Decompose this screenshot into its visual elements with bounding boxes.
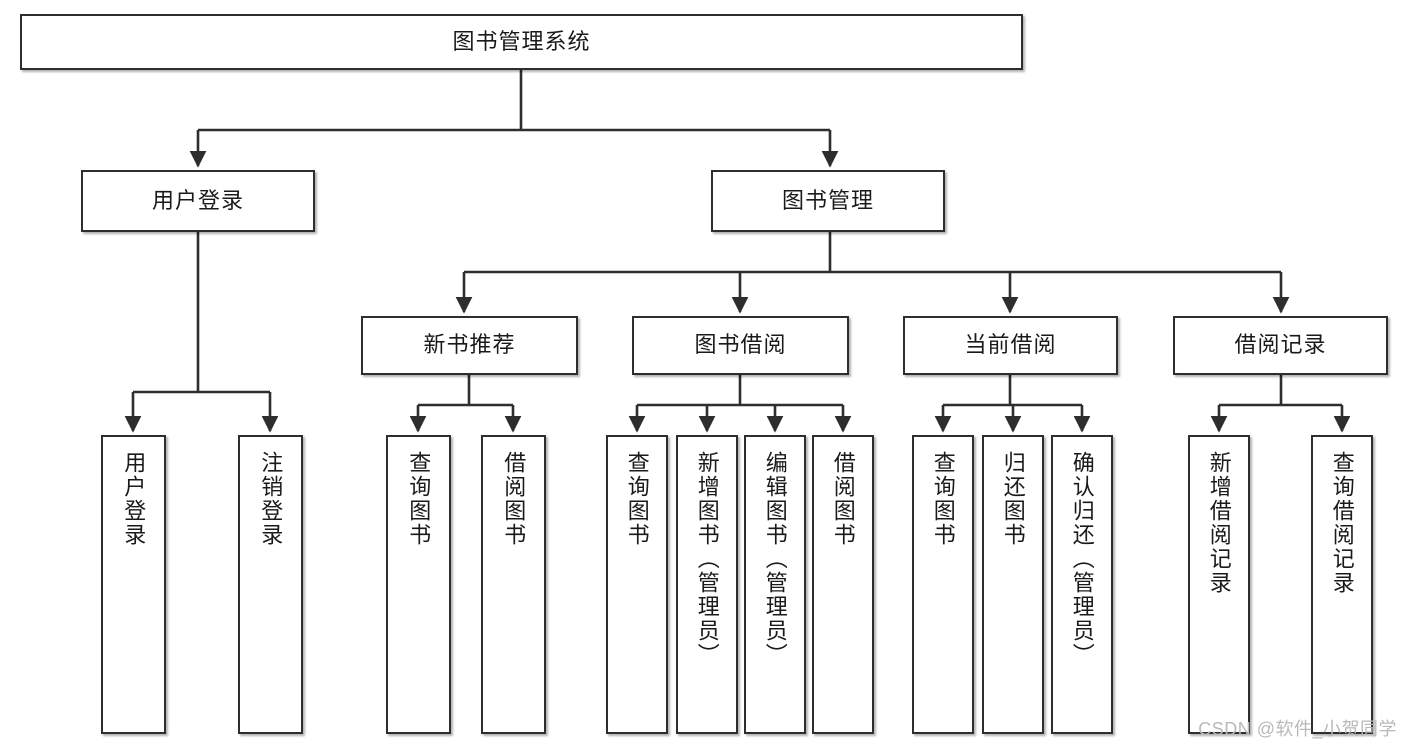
leaf-label: 归还图书 [1000, 451, 1026, 547]
node-root-label: 图书管理系统 [452, 28, 591, 54]
leaf-node[interactable]: 用户登录 [101, 435, 166, 734]
leaf-label: 确认归还（管理员） [1069, 451, 1095, 667]
leaf-label: 新增借阅记录 [1206, 451, 1232, 595]
node-root[interactable]: 图书管理系统 [20, 14, 1023, 70]
leaf-node[interactable]: 借阅图书 [812, 435, 874, 734]
leaf-node[interactable]: 查询借阅记录 [1311, 435, 1373, 734]
node-current-borrow[interactable]: 当前借阅 [903, 316, 1118, 375]
node-current-borrow-label: 当前借阅 [964, 332, 1057, 358]
leaf-label: 注销登录 [258, 451, 284, 547]
leaf-label: 查询借阅记录 [1329, 451, 1355, 595]
node-new-book-recommend[interactable]: 新书推荐 [361, 316, 578, 375]
leaf-node[interactable]: 借阅图书 [481, 435, 546, 734]
leaf-node[interactable]: 新增图书（管理员） [676, 435, 738, 734]
leaf-node[interactable]: 确认归还（管理员） [1051, 435, 1113, 734]
leaf-label: 用户登录 [121, 451, 147, 547]
leaf-node[interactable]: 注销登录 [238, 435, 303, 734]
node-book-borrow[interactable]: 图书借阅 [632, 316, 849, 375]
leaf-label: 查询图书 [406, 451, 432, 547]
node-user-login[interactable]: 用户登录 [81, 170, 315, 232]
leaf-node[interactable]: 归还图书 [982, 435, 1044, 734]
node-book-borrow-label: 图书借阅 [694, 332, 787, 358]
leaf-node[interactable]: 查询图书 [386, 435, 451, 734]
node-borrow-record-label: 借阅记录 [1234, 332, 1327, 358]
node-book-management[interactable]: 图书管理 [711, 170, 945, 232]
leaf-label: 新增图书（管理员） [694, 451, 720, 667]
csdn-watermark: CSDN @软件_小贺同学 [1198, 719, 1397, 739]
leaf-label: 借阅图书 [501, 451, 527, 547]
leaf-label: 查询图书 [624, 451, 650, 547]
leaf-node[interactable]: 查询图书 [912, 435, 974, 734]
leaf-label: 查询图书 [930, 451, 956, 547]
leaf-label: 借阅图书 [830, 451, 856, 547]
node-new-book-recommend-label: 新书推荐 [423, 332, 516, 358]
node-user-login-label: 用户登录 [151, 187, 244, 213]
leaf-node[interactable]: 编辑图书（管理员） [744, 435, 806, 734]
leaf-node[interactable]: 新增借阅记录 [1188, 435, 1250, 734]
node-book-management-label: 图书管理 [781, 187, 874, 213]
leaf-node[interactable]: 查询图书 [606, 435, 668, 734]
leaf-label: 编辑图书（管理员） [762, 451, 788, 667]
node-borrow-record[interactable]: 借阅记录 [1173, 316, 1388, 375]
